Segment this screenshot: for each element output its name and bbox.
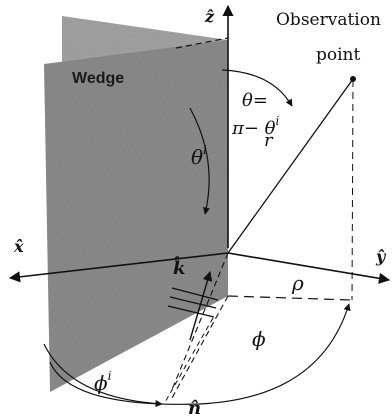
- theta-i-sup: i: [203, 143, 207, 157]
- wavefront-hatches: [167, 287, 219, 318]
- phi-i-main: ϕ: [94, 371, 108, 395]
- k-incident-line: [170, 252, 229, 393]
- phi-label: ϕ: [252, 327, 266, 351]
- k-hat-label: k̂: [173, 255, 185, 279]
- x-axis: [8, 252, 229, 283]
- y-axis-label: ŷ: [375, 247, 387, 266]
- observation-label-line2: point: [316, 45, 361, 65]
- n-hat-label: n̂: [188, 398, 201, 416]
- theta-expression-label: π− θi: [231, 114, 279, 139]
- rho-label: ρ: [291, 271, 304, 295]
- observation-vertical-dash: [351, 79, 354, 301]
- theta-i-arc: [189, 107, 211, 215]
- r-line: [227, 78, 354, 254]
- theta-expression-sup: i: [275, 114, 279, 128]
- phi-i-arc: [43, 343, 163, 408]
- wedge-front-face: [44, 40, 228, 392]
- theta-expression-main: π− θ: [231, 118, 276, 139]
- phi-i-sup: i: [108, 369, 112, 383]
- x-axis-label: x̂: [13, 237, 24, 256]
- k-arrow: [189, 271, 213, 341]
- observation-label-line1: Observation: [276, 10, 381, 30]
- rho-line: [227, 295, 353, 301]
- wedge-top-edge-dash: [175, 37, 229, 49]
- z-axis-label: ẑ: [204, 7, 215, 26]
- y-axis: [227, 252, 391, 284]
- theta-arc: [221, 69, 293, 107]
- theta-i-label: θi: [191, 143, 207, 169]
- theta-equals-label: θ=: [242, 90, 268, 111]
- incident-projection-dash: [163, 317, 214, 405]
- phi-i-label: ϕi: [94, 369, 112, 395]
- r-label: r: [264, 130, 274, 151]
- theta-i-main: θ: [191, 145, 203, 169]
- phi-arc: [49, 303, 351, 405]
- observation-point-dot: [350, 76, 356, 82]
- wedge-label: Wedge: [72, 70, 124, 87]
